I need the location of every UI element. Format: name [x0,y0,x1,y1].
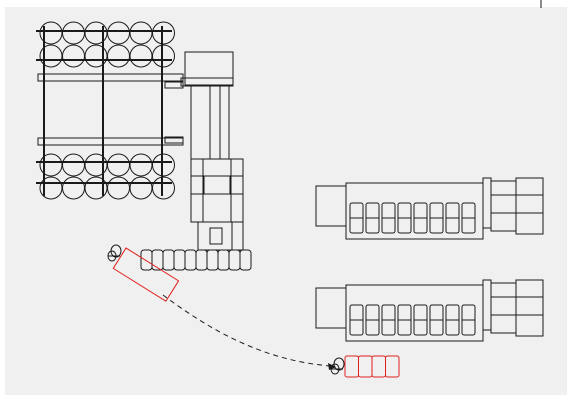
diagram-panel [5,7,567,395]
roll [152,44,175,68]
highlighted-coil [385,355,400,378]
hook-icon [330,357,345,375]
transfer-car-outline [112,247,180,302]
path-arrowhead [328,363,336,370]
unit-motor [515,279,544,337]
roll [152,176,175,200]
roll [152,153,175,177]
roll-grid [39,21,175,200]
unit-motor [515,177,544,235]
roll-storage-rack [36,21,184,200]
hook-icon [107,244,122,262]
highlighted-coils [344,355,400,378]
coil [239,249,252,271]
central-machine [180,51,244,251]
transfer-path [162,294,331,367]
process-unit-upper [315,177,544,240]
process-unit-lower [315,279,544,342]
roll [152,21,175,45]
coil-row [140,249,252,271]
